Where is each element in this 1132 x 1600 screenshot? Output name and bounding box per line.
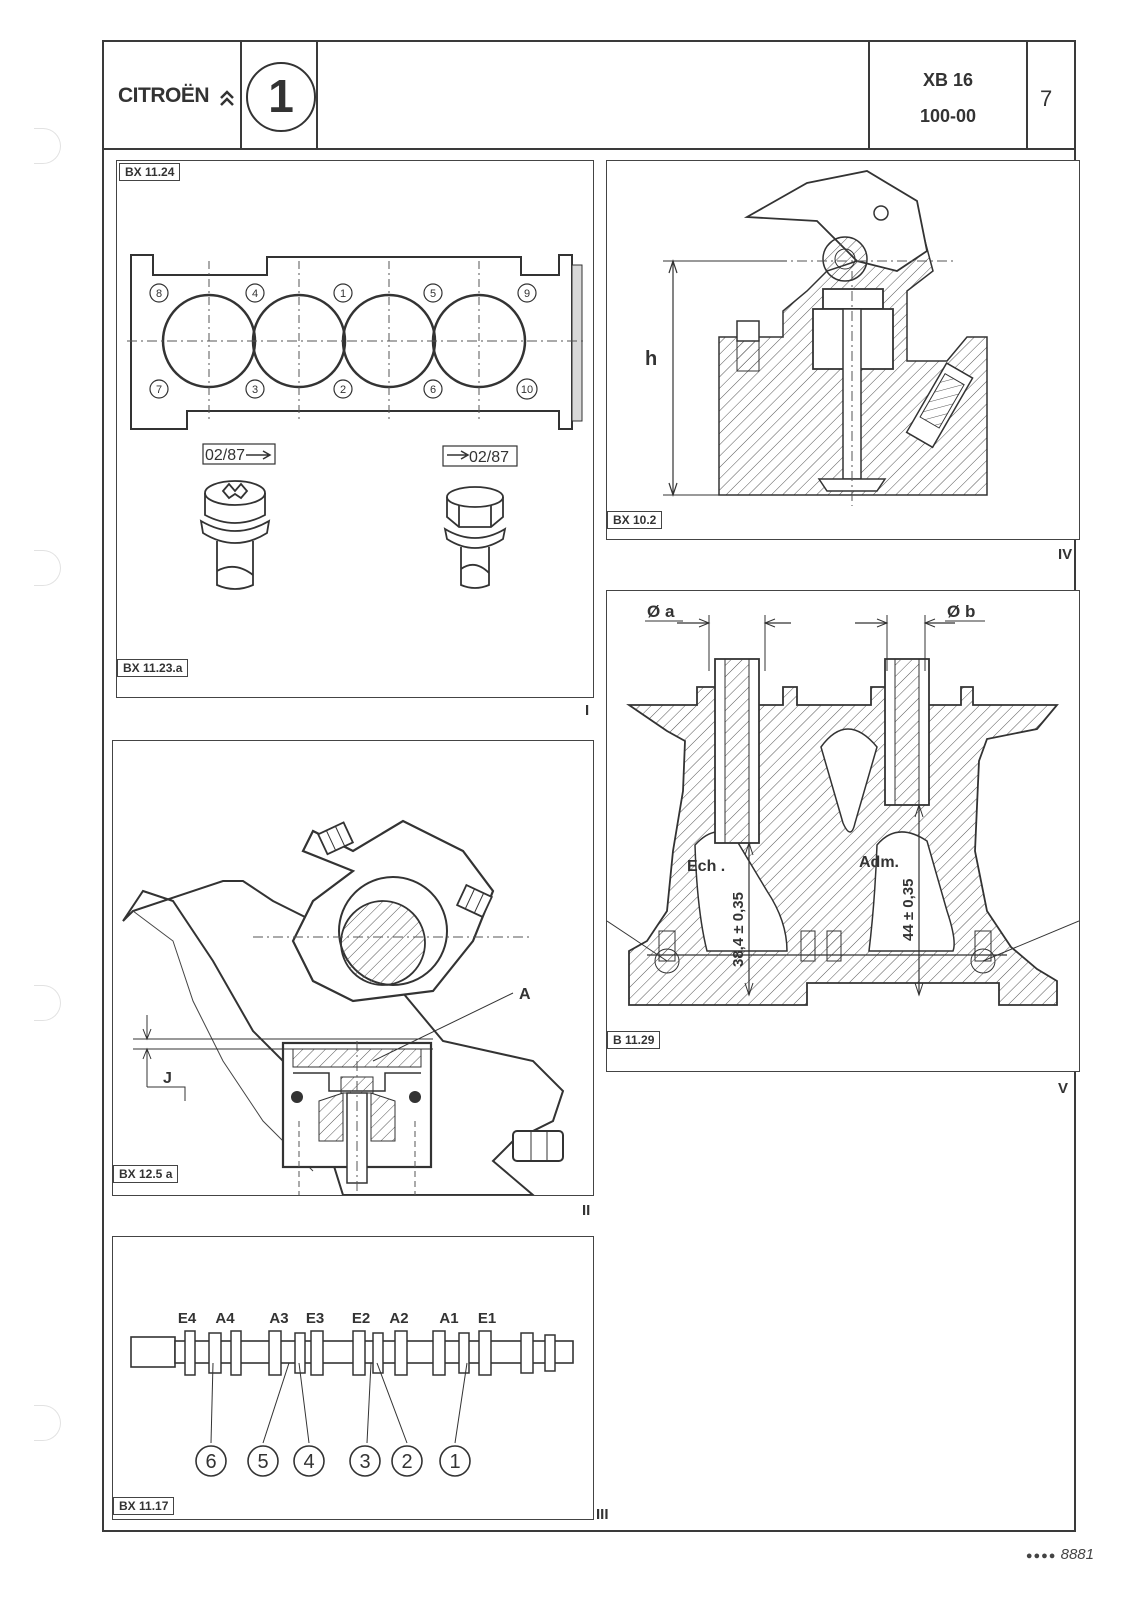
figure-number: V: [1058, 1080, 1069, 1097]
order-9: 9: [524, 288, 530, 300]
chapter-number: 1: [246, 62, 316, 132]
part-a-label: A: [519, 986, 531, 1003]
figure-ref: BX 12.5 a: [113, 1165, 179, 1183]
figure-ref: BX 11.24: [119, 163, 181, 181]
binder-hole: [34, 550, 61, 586]
bearing-5: 5: [257, 1451, 268, 1473]
figure-valve-guides: Ø a Ø b Ech . Adm. 38,4 ± 0,35 44 ± 0,35…: [606, 590, 1080, 1072]
operation-code: 100-00: [919, 106, 977, 126]
cam-label-a2: A2: [389, 1310, 408, 1327]
bearing-3: 3: [359, 1451, 370, 1473]
bearing-1: 1: [449, 1451, 460, 1473]
figure-number: III: [596, 1506, 609, 1523]
figure-number: I: [585, 702, 590, 719]
hex-bolt-drawing: [443, 486, 507, 589]
figure-ref: B 11.29: [607, 1031, 661, 1049]
order-10: 10: [521, 384, 533, 396]
order-4: 4: [252, 288, 258, 300]
figure-ref: BX 11.17: [113, 1497, 175, 1515]
figure-number: IV: [1058, 546, 1073, 563]
binder-hole: [34, 128, 61, 164]
torx-bolt-drawing: [199, 480, 271, 590]
document-code: ●●●● 8881: [1026, 1546, 1094, 1563]
footer-dots: ●●●●: [1025, 1550, 1057, 1562]
figure-ref: BX 10.2: [607, 511, 663, 529]
tightening-order-markers: [149, 283, 538, 400]
camshaft-drawing: E4 A4 A3 E3 E2 A2 A1 E1 6 5 4 3: [130, 1310, 574, 1477]
order-2: 2: [340, 384, 346, 396]
guide-diameter-a-label: Ø a: [647, 602, 675, 621]
bearing-6: 6: [205, 1451, 216, 1473]
figure-camshaft: E4 A4 A3 E3 E2 A2 A1 E1 6 5 4 3: [112, 1236, 594, 1520]
guide-diameter-b-label: Ø b: [947, 602, 975, 621]
cam-label-e3: E3: [306, 1310, 324, 1327]
chapter-cell: [242, 42, 318, 148]
cam-label-e4: E4: [178, 1310, 197, 1327]
order-7: 7: [156, 384, 162, 396]
figure-valve-height: h BX 10.2: [606, 160, 1080, 540]
order-3: 3: [252, 384, 258, 396]
header-divider: [102, 148, 1076, 150]
intake-label: Adm.: [859, 854, 899, 871]
binder-hole: [34, 985, 61, 1021]
binder-hole: [34, 1405, 61, 1441]
figure-number: II: [582, 1202, 591, 1219]
cam-label-a3: A3: [269, 1310, 288, 1327]
exhaust-label: Ech .: [687, 858, 725, 875]
page-number: 7: [1040, 86, 1053, 111]
chevron-logo-icon: [220, 90, 234, 106]
height-label: h: [645, 348, 657, 370]
cam-label-a4: A4: [215, 1310, 235, 1327]
valve-height-drawing: h: [645, 170, 988, 506]
figure-valve-clearance: J A BX 12.5 a: [112, 740, 594, 1196]
cam-label-e2: E2: [352, 1310, 370, 1327]
code-cell: XB 16 100-00: [870, 42, 1028, 148]
head-gasket-drawing: 8 4 1 5 9 7 3 2 6 10: [127, 254, 585, 590]
engine-code: XB 16: [922, 70, 974, 90]
order-8: 8: [156, 288, 162, 300]
order-5: 5: [430, 288, 436, 300]
brand-cell: CITROËN: [102, 42, 242, 148]
exhaust-guide-height: 38,4 ± 0,35: [730, 892, 747, 967]
bolt-label-after: 02/87: [469, 449, 509, 466]
arrow-right-icon: [246, 450, 272, 460]
cam-label-e1: E1: [478, 1310, 496, 1327]
order-1: 1: [340, 288, 346, 300]
order-6: 6: [430, 384, 436, 396]
bearing-2: 2: [401, 1451, 412, 1473]
figure-head-gasket: 8 4 1 5 9 7 3 2 6 10: [116, 160, 594, 698]
brand-name: CITROËN: [118, 84, 210, 107]
valve-clearance-drawing: J A: [122, 819, 565, 1195]
valve-guides-drawing: Ø a Ø b Ech . Adm. 38,4 ± 0,35 44 ± 0,35: [607, 602, 1079, 1006]
arrow-right-icon: [447, 450, 470, 460]
bearing-4: 4: [303, 1451, 314, 1473]
clearance-j-label: J: [163, 1070, 172, 1087]
bolt-label-before: 02/87: [205, 447, 245, 464]
title-cell: [318, 42, 870, 148]
cam-label-a1: A1: [439, 1310, 458, 1327]
intake-guide-height: 44 ± 0,35: [900, 879, 917, 941]
footer-code: 8881: [1060, 1546, 1094, 1563]
figure-ref: BX 11.23.a: [117, 659, 189, 677]
